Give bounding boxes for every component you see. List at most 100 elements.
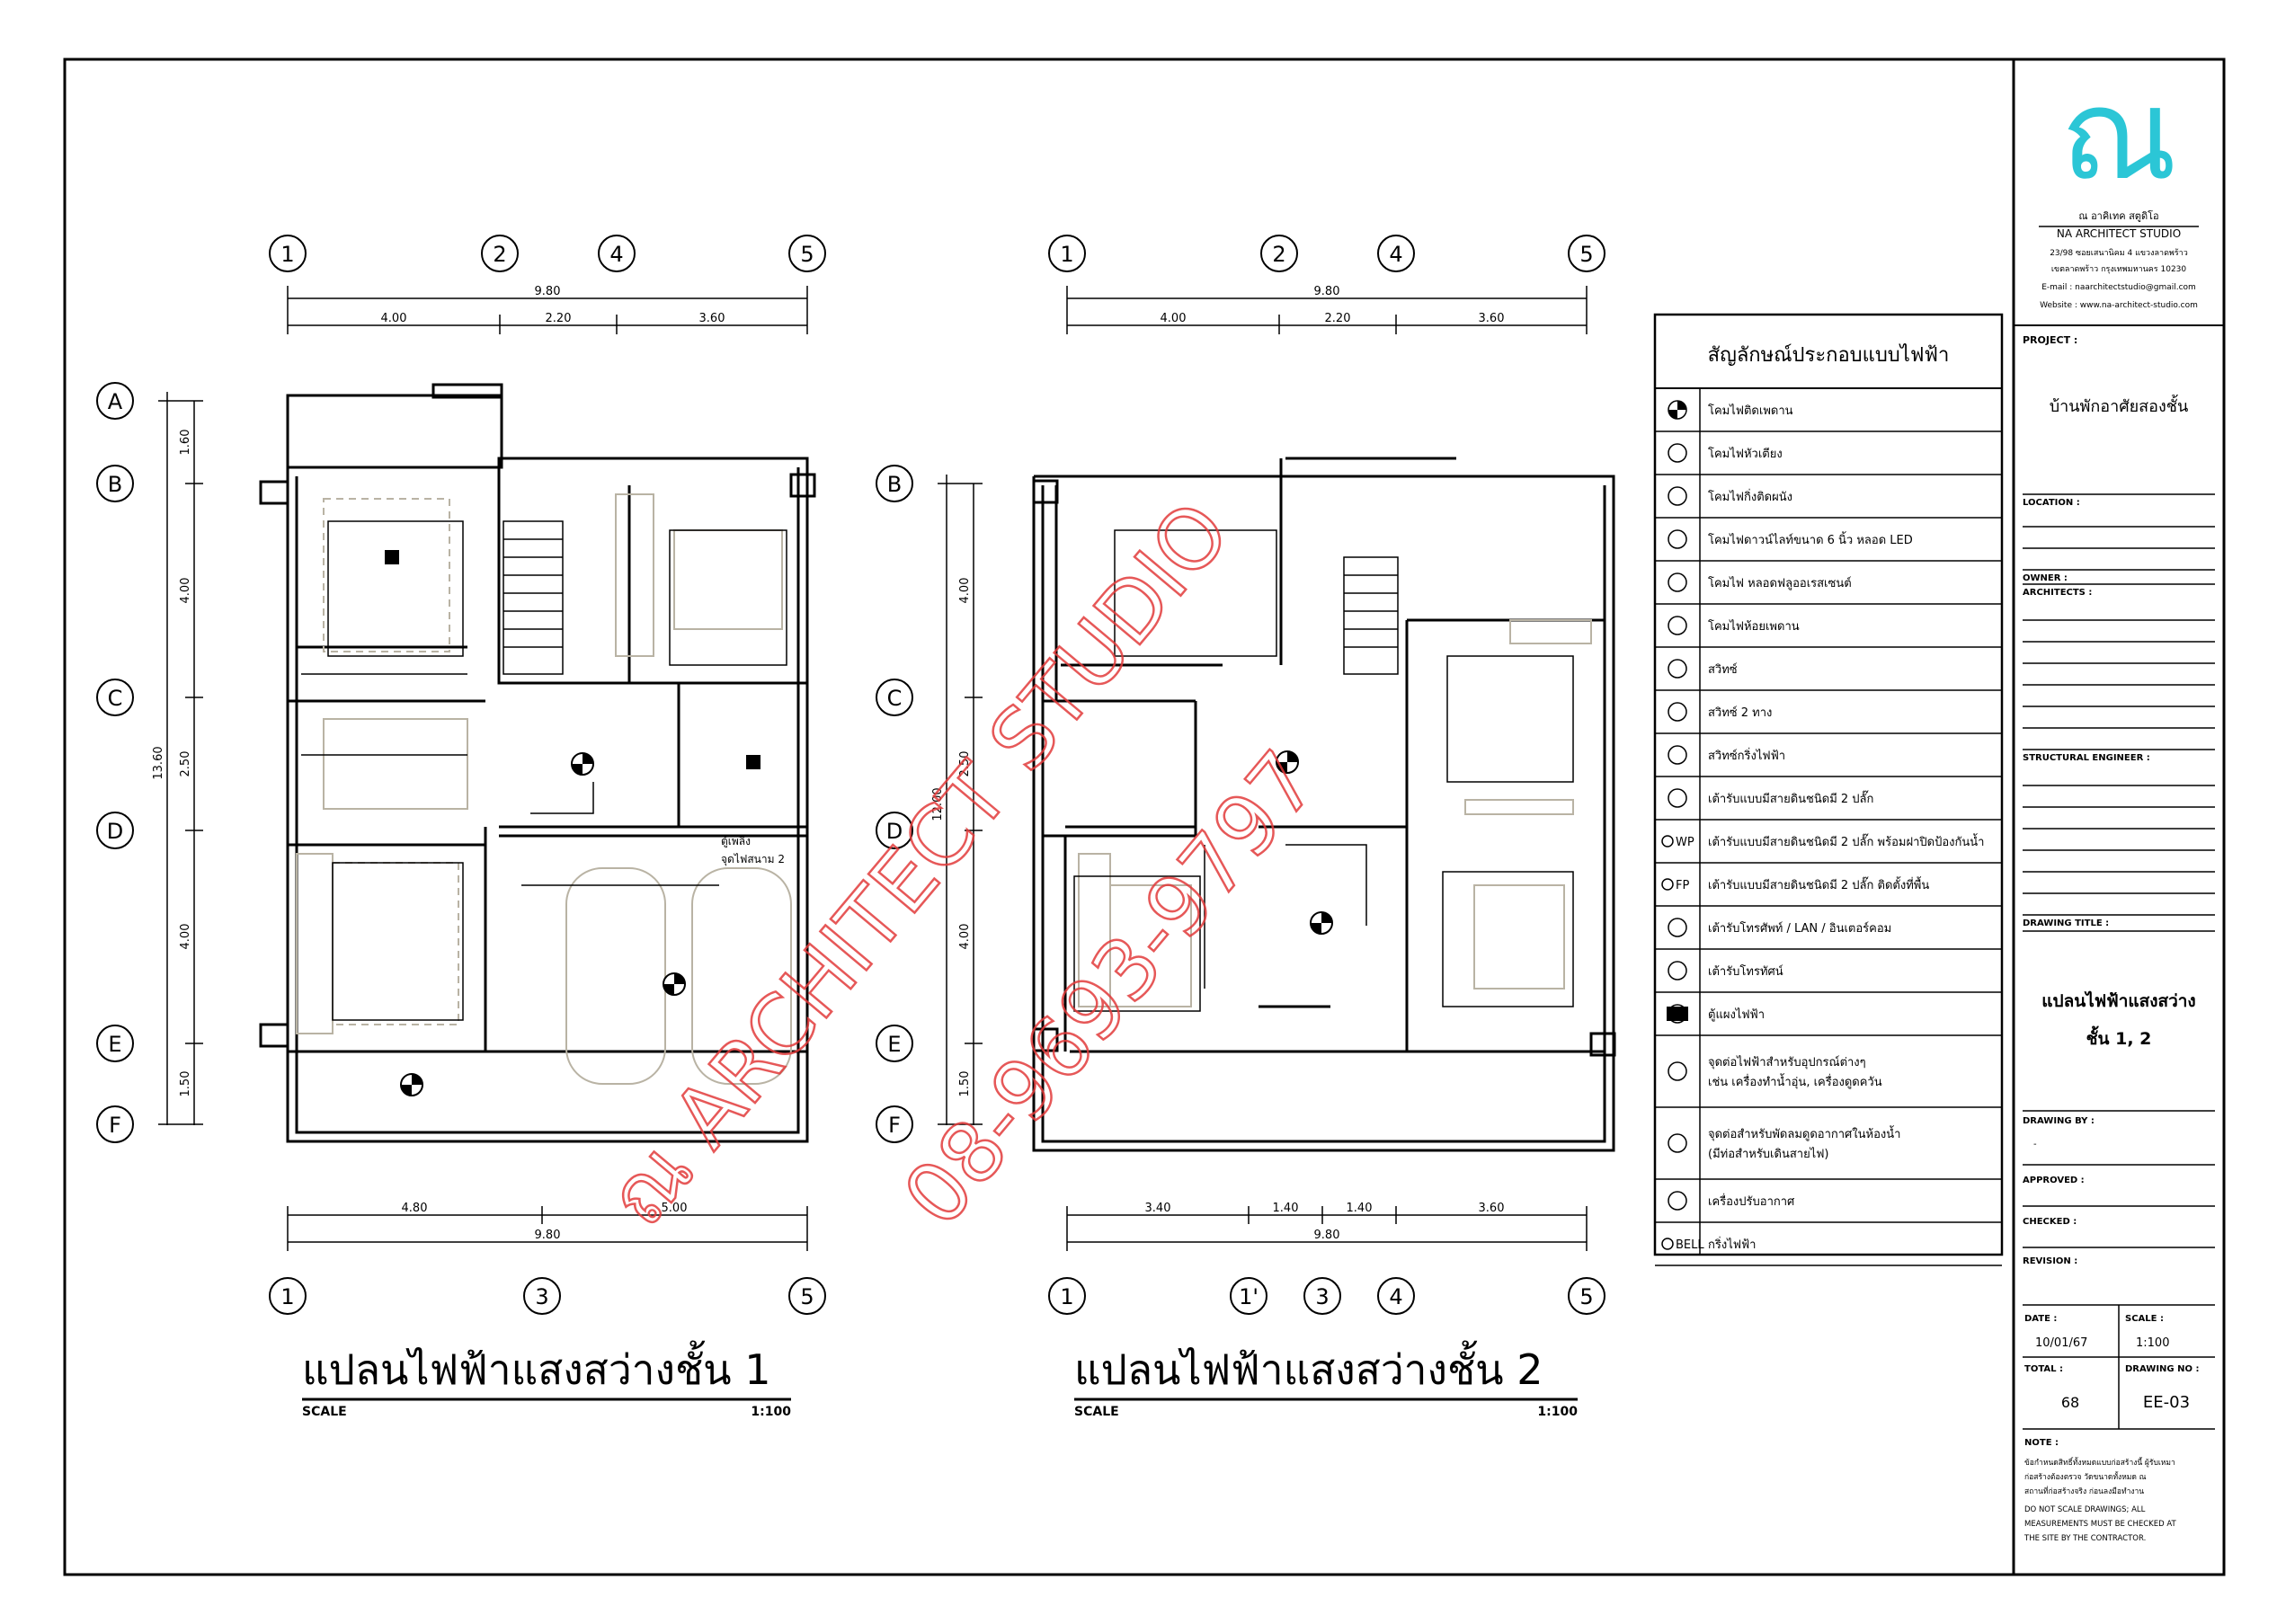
plan1-walls (259, 383, 816, 1143)
dim-label: 1.40 (1273, 1202, 1299, 1215)
dim-label: 4.00 (381, 312, 407, 325)
grid-bubble: F (109, 1113, 121, 1138)
dim-label: 4.80 (402, 1202, 428, 1215)
dim-label: 9.80 (535, 285, 561, 298)
floor-plan-2: 1 2 4 5 9.80 4.00 2.20 3.60 B C D E F 12… (876, 235, 1616, 1419)
outlet-icon (1668, 788, 1687, 808)
grid-bubble: B (887, 472, 902, 497)
aircon-icon (1668, 1191, 1687, 1211)
dim-label: 3.40 (1145, 1202, 1171, 1215)
plan2-dims-left (938, 475, 983, 1125)
exhaust-icon (1668, 1133, 1687, 1153)
grid-bubble: 1 (1060, 242, 1073, 267)
note-label: NOTE : (2024, 1438, 2059, 1448)
checked-label: CHECKED : (2023, 1217, 2077, 1227)
plan2-grid-top: 1 2 4 5 (1048, 235, 1605, 272)
legend-label: ตู้แผงไฟฟ้า (1708, 1007, 1765, 1022)
grid-bubble: 4 (1389, 242, 1402, 267)
drawing-title-label: DRAWING TITLE : (2023, 918, 2109, 928)
plan1-fixtures (385, 550, 760, 1096)
outlet-fp-icon: FP (1661, 878, 1689, 892)
plan2-stairs (1343, 556, 1399, 675)
plan2-dims-bottom (1066, 1206, 1588, 1251)
legend-row: โคมไฟหัวเตียง (1655, 443, 2002, 475)
logo-email: E-mail : naarchitectstudio@gmail.com (2041, 283, 2196, 292)
dim-label: 3.60 (699, 312, 725, 325)
legend-label: สวิทซ์ 2 ทาง (1708, 706, 1772, 720)
dim-label: 2.50 (958, 751, 972, 777)
grid-bubble: 5 (800, 1284, 814, 1309)
grid-bubble: A (108, 389, 123, 414)
plan1-furniture (296, 493, 792, 1085)
dim-label: 1.50 (179, 1071, 192, 1097)
svg-text:DO NOT SCALE DRAWINGS; ALL: DO NOT SCALE DRAWINGS; ALL (2024, 1505, 2146, 1514)
svg-text:ข้อกำหนดสิทธิ์ทั้งหมดแบบก่อสร้: ข้อกำหนดสิทธิ์ทั้งหมดแบบก่อสร้างนี้ ผู้ร… (2024, 1457, 2175, 1468)
plan2-grid-left: B C D E F (876, 465, 913, 1143)
legend-label: กริ่งไฟฟ้า (1708, 1237, 1756, 1252)
panel-icon (1667, 1004, 1688, 1024)
grid-bubble: F (888, 1113, 901, 1138)
switch-icon (1668, 659, 1687, 679)
plan2-scale: 1:100 (1537, 1405, 1578, 1419)
dim-label: 13.60 (152, 746, 165, 779)
dim-label: 1.60 (179, 430, 192, 456)
legend-label: เครื่องปรับอากาศ (1708, 1194, 1795, 1209)
legend-label: โคมไฟหัวเตียง (1708, 447, 1783, 461)
electrical-legend: สัญลักษณ์ประกอบแบบไฟฟ้า โคมไฟติดเพดานโคม… (1653, 313, 2004, 1266)
grid-bubble: 2 (493, 242, 506, 267)
plan2-furniture (1078, 619, 1592, 1007)
grid-bubble: 1 (280, 1284, 294, 1309)
drawn-by-label: DRAWING BY : (2023, 1116, 2095, 1126)
legend-label: จุดต่อไฟฟ้าสำหรับอุปกรณ์ต่างๆ (1708, 1055, 1866, 1069)
dim-label: 4.00 (958, 578, 972, 604)
grid-bubble: 5 (1579, 1284, 1593, 1309)
date-label: DATE : (2024, 1314, 2057, 1324)
dim-label: 9.80 (535, 1229, 561, 1242)
plan1-wiring (301, 520, 787, 1025)
legend-label: สวิทซ์ (1708, 662, 1738, 677)
legend-row: สวิทซ์ 2 ทาง (1655, 702, 2002, 734)
dim-label: 12.00 (931, 787, 945, 821)
plan1-stairs (503, 520, 564, 675)
plan2-title: แปลนไฟฟ้าแสงสว่างชั้น 2 (1074, 1340, 1543, 1394)
dim-label: 9.80 (1314, 285, 1340, 298)
chandelier-icon (1668, 616, 1687, 635)
dim-label: 4.00 (179, 578, 192, 604)
legend-row: โคมไฟดาวน์ไลท์ขนาด 6 นิ้ว หลอด LED (1655, 529, 2002, 562)
bell-icon: BELL (1661, 1238, 1704, 1252)
grid-bubble: E (887, 1032, 901, 1057)
scale-label: SCALE : (2125, 1314, 2164, 1324)
grid-bubble: D (107, 819, 123, 844)
legend-label: เต้ารับโทรทัศน์ (1708, 964, 1783, 979)
legend-label: โคมไฟดาวน์ไลท์ขนาด 6 นิ้ว หลอด LED (1708, 531, 1913, 547)
tv-icon (1668, 961, 1687, 981)
legend-label: จุดต่อสำหรับพัดลมดูดอากาศในห้องน้ำ (1708, 1125, 1900, 1141)
grid-bubble: 1 (1060, 1284, 1073, 1309)
approved-label: APPROVED : (2023, 1176, 2085, 1185)
dim-label: 3.60 (1479, 312, 1505, 325)
floor-plan-1: 1 2 4 5 9.80 4.00 2.20 3.60 A B C D E F … (96, 235, 826, 1419)
drawing-no-label: DRAWING NO : (2125, 1364, 2199, 1374)
owner-label: OWNER : (2023, 573, 2068, 583)
outlet-wp-icon: WP (1661, 835, 1694, 849)
svg-text:WP: WP (1676, 836, 1694, 849)
plan2-scale-label: SCALE (1074, 1405, 1119, 1419)
legend-row: โคมไฟห้อยเพดาน (1655, 616, 2002, 648)
logo-name-th: ณ อาคิเทค สตูดิโอ (2078, 209, 2158, 222)
legend-label: เต้ารับแบบมีสายดินชนิดมี 2 ปลั๊ก (1708, 790, 1873, 806)
location-label: LOCATION : (2023, 498, 2080, 508)
dim-label: 1.40 (1347, 1202, 1373, 1215)
legend-row: ตู้แผงไฟฟ้า (1655, 1004, 2002, 1036)
legend-rows: โคมไฟติดเพดานโคมไฟหัวเตียงโคมไฟกิ่งติดผน… (1655, 400, 2002, 1266)
legend-row: สวิทซ์ (1655, 659, 2002, 691)
plan1-scale-label: SCALE (302, 1405, 347, 1419)
svg-text:THE SITE BY THE CONTRACTOR.: THE SITE BY THE CONTRACTOR. (2024, 1534, 2146, 1543)
plan1-dims-bottom (287, 1206, 808, 1251)
dim-label: 4.00 (1161, 312, 1187, 325)
grid-bubble: 5 (1579, 242, 1593, 267)
date-value: 10/01/67 (2035, 1336, 2087, 1350)
legend-row: เต้ารับโทรทัศน์ (1655, 961, 2002, 993)
titleblock-border (2012, 58, 2226, 1576)
